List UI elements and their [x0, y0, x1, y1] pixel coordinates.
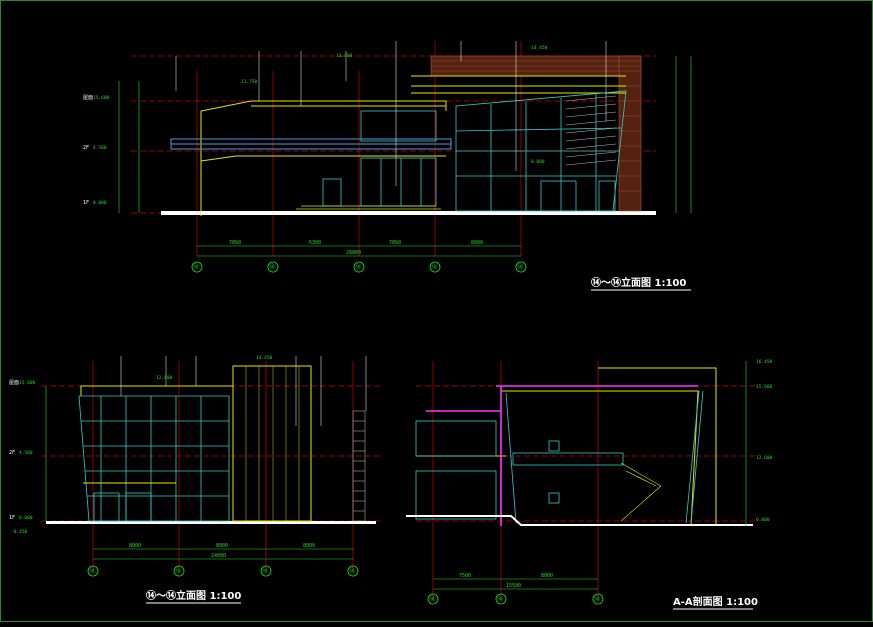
- dim-text: 7500: [459, 573, 471, 579]
- elev-label: 16.450: [756, 359, 773, 365]
- level-2f: 2F: [83, 145, 89, 151]
- dim-total: 15500: [506, 583, 521, 589]
- brick-wall: [430, 55, 642, 212]
- elev-label: 12.600: [156, 375, 173, 381]
- view-title-2: ⑭～⑭立面图 1:100: [146, 589, 241, 602]
- elev-label: 8.000: [531, 159, 545, 165]
- axis-bubble: ⑭: [497, 595, 503, 603]
- dim-text: 8000: [303, 543, 315, 549]
- dim-text: 7050: [389, 240, 401, 246]
- level-1f: 1F: [83, 200, 89, 206]
- level-2f: 2F: [9, 450, 15, 456]
- level-value: 0.000: [19, 515, 33, 521]
- axis-bubble: ⑭: [431, 263, 437, 271]
- dim-total: 28800: [346, 250, 361, 256]
- level-value: 4.500: [19, 450, 33, 456]
- elevation-view-1: 屋面 2F 1F 15.600 4.500 0.000 11.750 13.80…: [83, 41, 692, 291]
- axis-bubble: ⑭: [594, 595, 600, 603]
- level-value: 15.600: [19, 380, 36, 386]
- elev-label: 11.750: [241, 79, 258, 85]
- axis-bubble: ⑭: [517, 263, 523, 271]
- axis-bubble: ⑭: [262, 567, 268, 575]
- axis-bubble: ⑭: [89, 567, 95, 575]
- view-title-1: ⑭～⑭立面图 1:100: [591, 276, 686, 289]
- axis-bubble: ⑭: [193, 263, 199, 271]
- dim-total: 24000: [211, 553, 226, 559]
- elev-label: 14.450: [531, 45, 548, 51]
- level-roof: 屋面: [83, 95, 93, 101]
- view-title-3: A-A剖面图 1:100: [673, 595, 758, 608]
- axis-bubble: ⑭: [175, 567, 181, 575]
- axis-bubble: ⑭: [429, 595, 435, 603]
- level-markers-1: 屋面 2F 1F 15.600 4.500 0.000: [83, 95, 110, 206]
- dim-text: 8000: [541, 573, 553, 579]
- dim-text: 8000: [216, 543, 228, 549]
- elev-label: 12.600: [756, 455, 773, 461]
- axis-bubble: ⑭: [355, 263, 361, 271]
- dim-text: 6300: [309, 240, 321, 246]
- axis-bubble: ⑭: [349, 567, 355, 575]
- dim-text: 7050: [229, 240, 241, 246]
- elev-label: 14.450: [256, 355, 273, 361]
- level-roof: 屋面: [9, 380, 19, 386]
- elevation-view-2: 屋面 2F 1F 15.600 4.500 0.000 -0.450 14.45…: [9, 355, 381, 604]
- level-value: 0.000: [93, 200, 107, 206]
- dim-text: 8000: [471, 240, 483, 246]
- level-value: -0.450: [11, 529, 28, 535]
- ground-line-1: [161, 211, 656, 215]
- elev-label: 13.800: [336, 53, 353, 59]
- dim-text: 8000: [129, 543, 141, 549]
- elev-label: 0.000: [756, 517, 770, 523]
- level-value: 4.500: [93, 145, 107, 151]
- section-view-3: 16.450 15.600 12.600 0.000 7500 8000 155…: [406, 359, 773, 610]
- ground-line-2: [46, 521, 376, 524]
- level-1f: 1F: [9, 515, 15, 521]
- elev-label: 15.600: [756, 384, 773, 390]
- level-value: 15.600: [93, 95, 110, 101]
- axis-bubble: ⑭: [269, 263, 275, 271]
